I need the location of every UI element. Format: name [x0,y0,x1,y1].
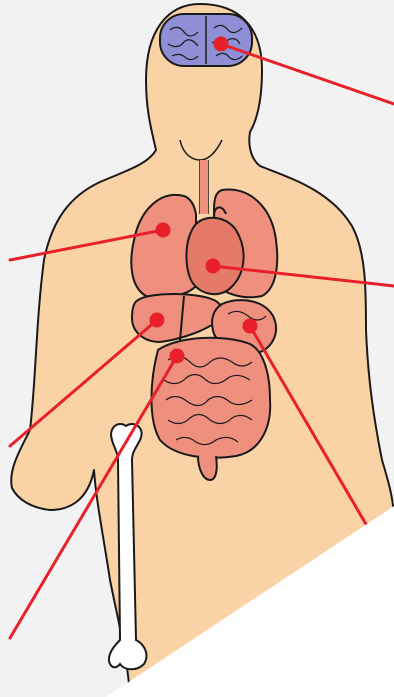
pointer-dot-heart [207,260,219,272]
pointer-dot-liver [151,314,163,326]
brain [160,14,252,66]
pointer-dot-intestines [171,350,183,362]
pointer-dot-lungs [157,224,169,236]
pointer-dot-stomach [244,320,256,332]
pointer-dot-brain [215,38,227,50]
trachea-fill [200,160,208,214]
